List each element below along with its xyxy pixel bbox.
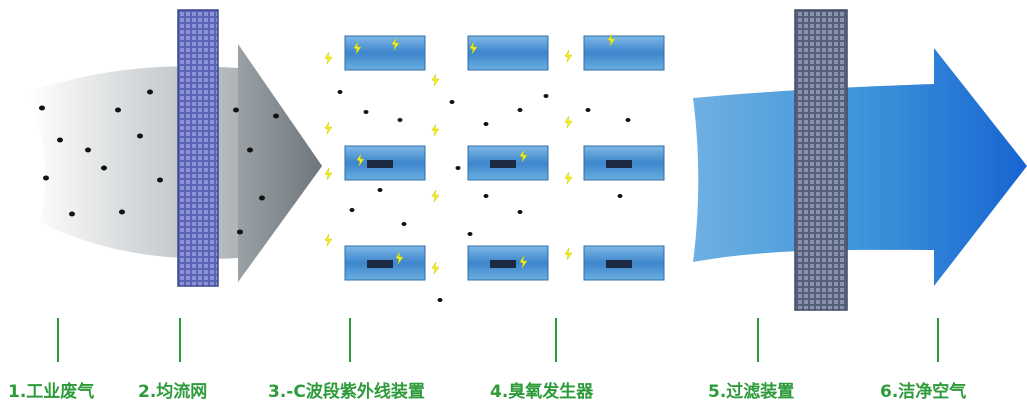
particle-icon — [517, 108, 523, 112]
label-clean-air: 6.洁净空气 — [880, 382, 967, 402]
clean-air-arrow — [693, 48, 1027, 286]
uv-spark-icon — [324, 121, 333, 135]
particle-icon — [39, 105, 45, 111]
uv-spark-icon — [469, 41, 478, 55]
particle-icon — [363, 110, 369, 114]
particle-icon — [115, 107, 121, 113]
uv-sparks — [324, 33, 616, 275]
uv-tube — [467, 35, 549, 71]
particle-icon — [585, 108, 591, 112]
particle-icon — [259, 195, 265, 201]
particle-icon — [101, 165, 107, 171]
particle-icon — [237, 229, 243, 235]
particle-icon — [233, 107, 239, 113]
particle-icon — [397, 118, 403, 122]
particle-icon — [247, 147, 253, 153]
lamp-bar — [606, 260, 632, 268]
uv-spark-icon — [324, 51, 333, 65]
particle-icon — [483, 194, 489, 198]
particle-icon — [69, 211, 75, 217]
label-ozone-generator: 4.臭氧发生器 — [490, 382, 594, 402]
lamp-bar — [367, 260, 393, 268]
uv-spark-icon — [356, 153, 365, 167]
particle-icon — [349, 208, 355, 212]
particle-icon — [147, 89, 153, 95]
gas-particles — [39, 87, 279, 235]
particle-icon — [517, 210, 523, 214]
particle-icon — [467, 232, 473, 236]
uv-tube — [583, 35, 665, 71]
uv-spark-icon — [519, 149, 528, 163]
uv-spark-icon — [353, 41, 362, 55]
uv-tube — [344, 35, 426, 71]
particle-icon — [43, 175, 49, 181]
uv-spark-icon — [564, 247, 573, 261]
uv-spark-icon — [519, 255, 528, 269]
particle-icon — [377, 188, 383, 192]
particle-icon — [401, 222, 407, 226]
waste-gas-arrow — [28, 44, 322, 282]
particle-icon — [137, 133, 143, 139]
lamp-bar — [490, 260, 516, 268]
uv-spark-icon — [564, 171, 573, 185]
uv-spark-icon — [324, 233, 333, 247]
uv-spark-icon — [391, 37, 400, 51]
label-industrial-waste-gas: 1.工业废气 — [8, 382, 95, 402]
pointer-lines — [57, 318, 939, 362]
particle-icon — [273, 113, 279, 119]
lamp-bar — [606, 160, 632, 168]
flow-mesh — [177, 9, 219, 287]
particle-icon — [543, 94, 549, 98]
particle-icon — [85, 147, 91, 153]
uv-spark-icon — [431, 189, 440, 203]
uv-spark-icon — [564, 49, 573, 63]
filter-mesh — [794, 9, 848, 311]
particle-icon — [625, 118, 631, 122]
particle-icon — [57, 137, 63, 143]
label-uvc-device: 3.-C波段紫外线装置 — [268, 382, 425, 402]
uv-spark-icon — [607, 33, 616, 47]
label-flow-mesh: 2.均流网 — [138, 382, 208, 402]
particle-icon — [337, 90, 343, 94]
particle-icon — [449, 100, 455, 104]
particle-icon — [157, 177, 163, 183]
lamp-bar — [490, 160, 516, 168]
uv-spark-icon — [431, 123, 440, 137]
uv-lamp-array — [344, 35, 665, 281]
uv-spark-icon — [564, 115, 573, 129]
particle-icon — [483, 122, 489, 126]
lamp-bar — [367, 160, 393, 168]
particle-icon — [455, 166, 461, 170]
uv-spark-icon — [431, 261, 440, 275]
uv-spark-icon — [324, 167, 333, 181]
uv-spark-icon — [431, 73, 440, 87]
uv-tube — [467, 245, 549, 281]
particle-icon — [119, 209, 125, 215]
ozone-particles — [337, 90, 631, 302]
uv-spark-icon — [395, 251, 404, 265]
label-filter-device: 5.过滤装置 — [708, 382, 795, 402]
particle-icon — [617, 194, 623, 198]
particle-icon — [437, 298, 443, 302]
